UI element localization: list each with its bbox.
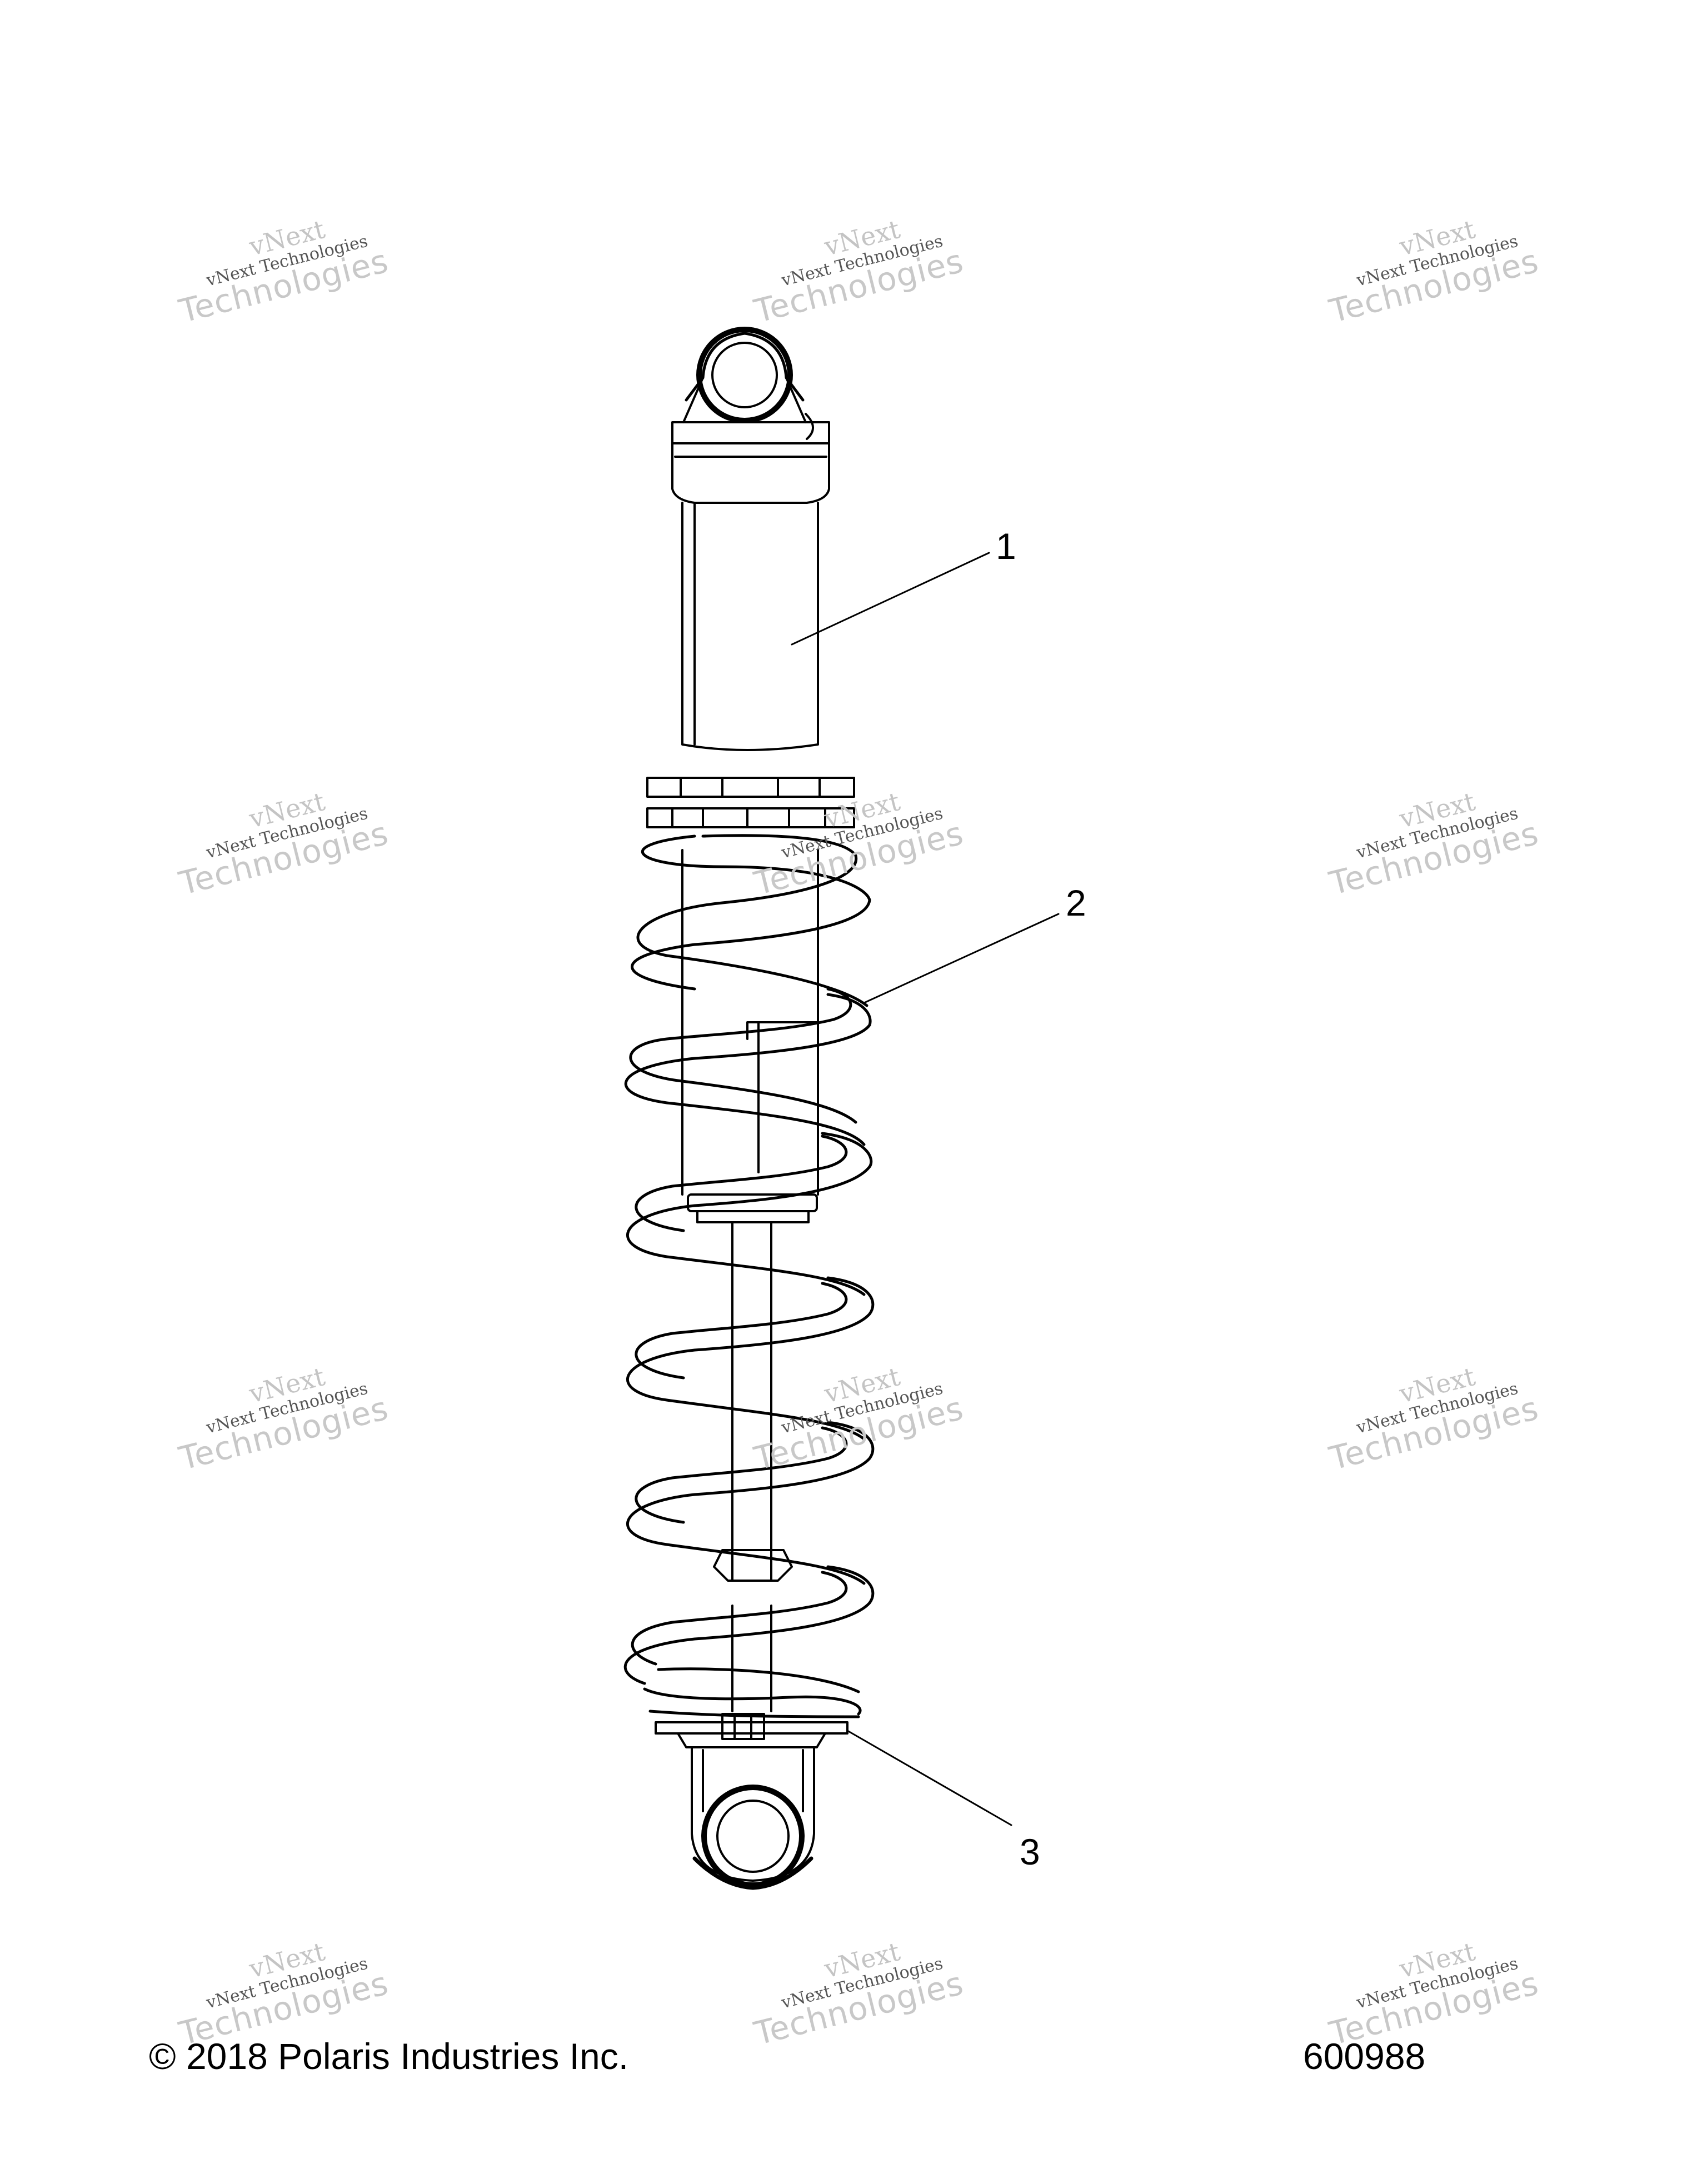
- top-cap: [671, 421, 830, 504]
- leader-line-3: [846, 1730, 1012, 1826]
- main-body-cylinder: [681, 502, 819, 751]
- adjuster-rings: [646, 777, 855, 828]
- spring-seat: [655, 1713, 848, 1748]
- coil-spring: [623, 834, 875, 1718]
- figure-number: 600988: [1303, 2036, 1426, 2077]
- callout-1: 1: [996, 526, 1016, 567]
- callout-2: 2: [1066, 882, 1086, 923]
- lower-body: [681, 849, 819, 1223]
- leader-line-2: [863, 913, 1060, 1004]
- leader-line-1: [791, 552, 990, 646]
- bottom-eyelet: [691, 1746, 815, 1890]
- copyright-text: © 2018 Polaris Industries Inc.: [149, 2036, 629, 2077]
- callout-3: 3: [1020, 1831, 1040, 1872]
- leader-lines: [791, 552, 1060, 1826]
- shaft: [713, 1221, 793, 1712]
- top-eyelet: [682, 327, 814, 440]
